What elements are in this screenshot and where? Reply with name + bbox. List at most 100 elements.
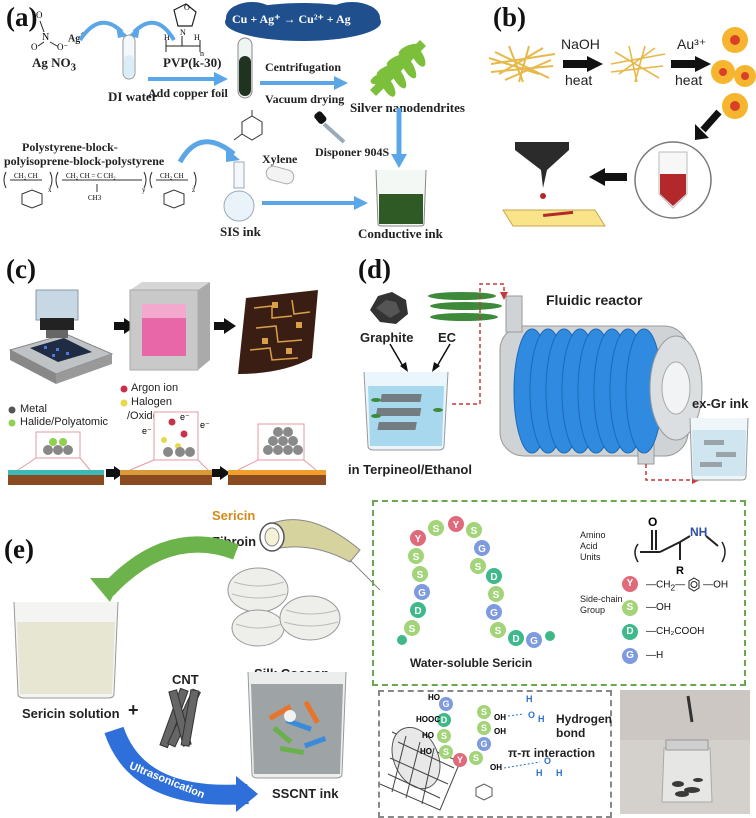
svg-text:S: S bbox=[417, 570, 424, 581]
units-label: Units bbox=[580, 552, 601, 562]
halogen-label: Halogen bbox=[131, 396, 172, 408]
add-copper-label: Add copper foil bbox=[148, 86, 228, 100]
water-h-1: H bbox=[526, 694, 533, 704]
ex-gr-ink-beaker bbox=[689, 417, 749, 481]
svg-text:S: S bbox=[473, 753, 479, 763]
amino-label: Amino bbox=[580, 530, 606, 540]
group-label: Group bbox=[580, 605, 606, 615]
svg-text:N: N bbox=[180, 28, 186, 37]
disponer-label: Disponer 904S bbox=[315, 145, 390, 159]
side-chain-y-formula: —CH2——OH bbox=[646, 577, 729, 593]
svg-text:S: S bbox=[409, 624, 416, 635]
pvp-n: n bbox=[200, 49, 204, 58]
side-chain-d-formula: —CH₂COOH bbox=[646, 626, 705, 637]
naoh-label: NaOH bbox=[561, 36, 600, 52]
panel-d: (d) Graphite EC in Terpineol/Et bbox=[340, 252, 756, 492]
svg-text:CH₂ CH = C CH₂: CH₂ CH = C CH₂ bbox=[66, 172, 116, 180]
svg-text:CH₂ CH: CH₂ CH bbox=[160, 172, 184, 180]
panel-c: (c) Metal Halide/Po bbox=[0, 252, 330, 492]
xylene-label: Xylene bbox=[262, 152, 298, 166]
argon-ion-dot bbox=[120, 385, 128, 393]
svg-text:G: G bbox=[490, 608, 498, 619]
arrow-to-vial bbox=[695, 109, 722, 140]
legend-metal-label: Metal bbox=[20, 403, 47, 415]
side-chain-d-badge: D bbox=[622, 624, 638, 640]
arrow-au bbox=[671, 56, 711, 72]
arrow-c2 bbox=[214, 318, 236, 334]
svg-text:S: S bbox=[481, 723, 487, 733]
silver-nanodendrites-label: Silver nanodendrites bbox=[350, 100, 465, 115]
panel-a: (a) O N O O⁻ Ag+ Ag NO3 O N H H n PVP(k-… bbox=[0, 0, 475, 241]
solvent-label: in Terpineol/Ethanol bbox=[348, 462, 472, 477]
svg-text:S: S bbox=[493, 590, 500, 601]
cnt-interaction-diagram: G D S S Y S G S S HO HOOC HO HO OH OH OH… bbox=[379, 693, 563, 811]
water-h-3: H bbox=[536, 768, 543, 778]
ultrasonication-arrow bbox=[104, 726, 258, 812]
sis-polymer-title-2: polyisoprene-block-polystyrene bbox=[4, 154, 165, 168]
sericin-extraction-arrow bbox=[90, 536, 239, 602]
svg-text:H: H bbox=[164, 33, 170, 42]
ex-gr-ink-label: ex-Gr ink bbox=[692, 396, 749, 411]
side-chain-y: Y —CH2——OH bbox=[622, 576, 742, 596]
legend-halide-label: Halide/Polyatomic bbox=[20, 416, 109, 428]
svg-text:Y: Y bbox=[415, 534, 422, 545]
sis-polymer-title-1: Polystyrene-block- bbox=[22, 140, 118, 154]
side-chain-g-formula: —H bbox=[646, 650, 664, 661]
pvp-structure: O N H H n bbox=[164, 3, 204, 58]
sericin-chain: Y S S G D S S Y S G S D S G S D G bbox=[397, 516, 555, 648]
fluidic-reactor-label: Fluidic reactor bbox=[546, 292, 643, 308]
svg-text:CH₂ CH: CH₂ CH bbox=[14, 172, 38, 180]
oxide-label: /Oxide bbox=[127, 410, 159, 422]
amino-acid-structure: O NH R bbox=[634, 515, 726, 577]
side-chain-d: D —CH₂COOH bbox=[622, 624, 742, 644]
sscnt-ink-label: SSCNT ink bbox=[272, 786, 339, 801]
sub-z: z bbox=[192, 186, 195, 194]
fiber-cluster-1 bbox=[488, 45, 556, 83]
sericin-structure-box bbox=[372, 500, 746, 686]
agno3-label: Ag NO3 bbox=[32, 55, 77, 74]
gold-nanoflowers bbox=[711, 27, 756, 119]
svg-text:O: O bbox=[184, 3, 190, 12]
water-o-1: O bbox=[528, 710, 535, 720]
cnt-bundle bbox=[159, 687, 201, 749]
arrow-c3 bbox=[106, 466, 124, 480]
sis-polymer-structure: CH₂ CH CH₂ CH = C CH₂ CH₂ CH CH3 x y z bbox=[3, 171, 197, 209]
di-water-label: DI water bbox=[108, 89, 158, 104]
ch3-label: CH3 bbox=[88, 194, 102, 202]
reaction-cloud bbox=[225, 2, 381, 41]
printer-stage bbox=[8, 289, 114, 384]
ho-3: HO bbox=[420, 747, 432, 756]
plus-sign: + bbox=[128, 700, 139, 720]
panel-a-label: (a) bbox=[6, 2, 38, 32]
svg-text:G: G bbox=[418, 588, 426, 599]
ec-label: EC bbox=[438, 330, 457, 345]
agno3-structure: O N O O⁻ bbox=[31, 10, 68, 52]
side-chain-y-badge: Y bbox=[622, 576, 638, 592]
solution-beaker bbox=[363, 371, 449, 451]
ink-vial-photo bbox=[620, 690, 750, 814]
arrow-naoh bbox=[563, 56, 603, 72]
svg-text:O: O bbox=[31, 42, 38, 52]
arrow-to-sis-flask bbox=[177, 139, 240, 164]
silk-cocoons bbox=[227, 567, 341, 647]
side-chain-g: G —H bbox=[622, 648, 742, 668]
arrow-to-print bbox=[589, 168, 627, 186]
panel-d-label: (d) bbox=[358, 254, 391, 284]
oh-1: OH bbox=[494, 713, 506, 722]
ho-1: HO bbox=[428, 693, 440, 702]
electron-2: e⁻ bbox=[180, 412, 190, 422]
svg-text:Y: Y bbox=[457, 755, 463, 765]
reaction-equation: Cu + Ag⁺ → Cu²⁺ + Ag bbox=[232, 12, 351, 26]
cnt-label: CNT bbox=[172, 672, 199, 687]
svg-text:D: D bbox=[441, 715, 448, 725]
svg-text:G: G bbox=[442, 699, 449, 709]
heat1-label: heat bbox=[565, 72, 593, 88]
electron-3: e⁻ bbox=[200, 420, 210, 430]
sericin-label: Sericin bbox=[212, 508, 256, 523]
fluidic-reactor bbox=[499, 295, 703, 465]
svg-text:S: S bbox=[481, 707, 487, 717]
svg-text:S: S bbox=[475, 562, 482, 573]
panel-e-label: (e) bbox=[4, 534, 34, 564]
svg-text:D: D bbox=[512, 634, 519, 645]
panel-c-label: (c) bbox=[6, 254, 36, 284]
